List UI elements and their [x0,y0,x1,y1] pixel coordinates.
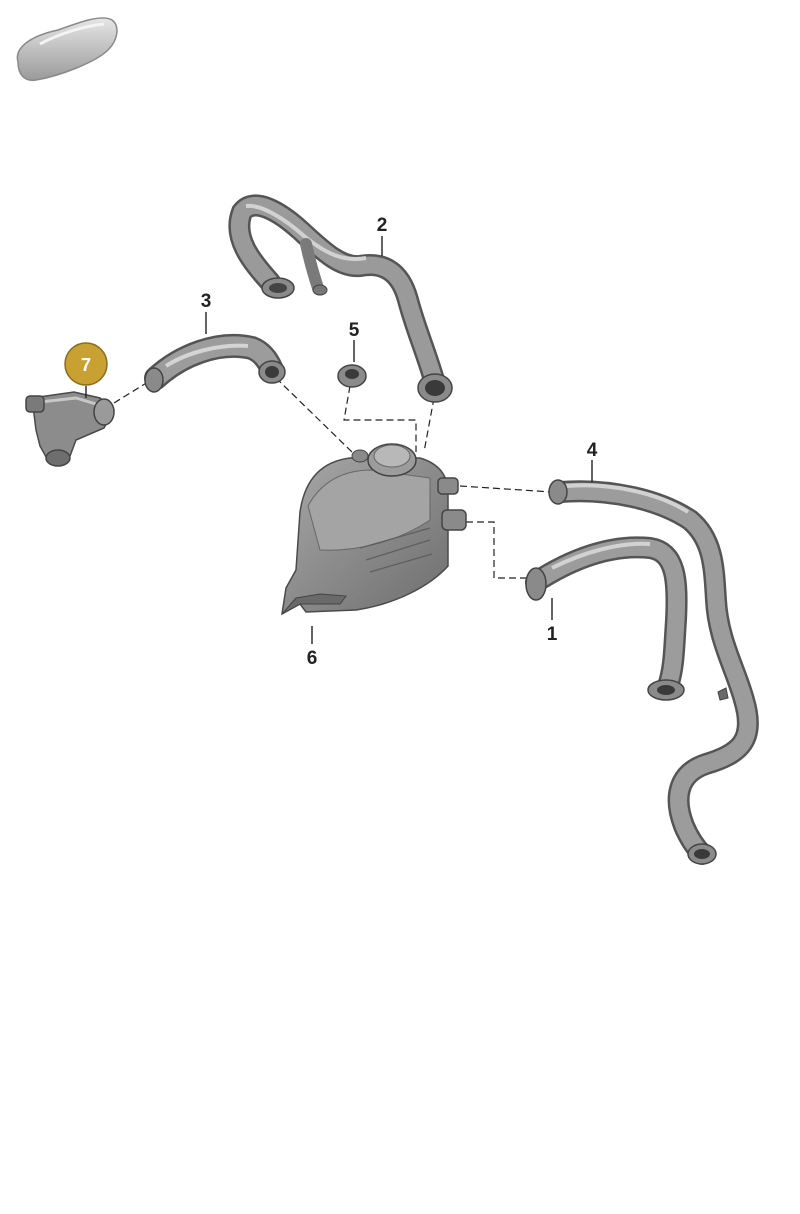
connection-lines [113,377,553,579]
svg-text:3: 3 [201,291,212,312]
svg-text:5: 5 [349,320,360,341]
part-1-coolant-hose-lower[interactable] [525,536,688,701]
callout-1[interactable]: 1 [547,624,558,645]
svg-text:4: 4 [587,440,598,461]
callout-leaders [85,236,593,644]
leader-hose-2-to-tank [423,397,435,453]
callout-6[interactable]: 6 [307,648,318,669]
svg-text:6: 6 [307,648,318,669]
callout-5[interactable]: 5 [349,320,360,341]
leader-5-to-tank [343,385,417,452]
part-5-fitting[interactable] [337,364,367,388]
callout-7-badge [64,342,108,386]
svg-text:7: 7 [81,355,91,375]
part-3-coolant-hose-short[interactable] [144,333,286,393]
svg-text:2: 2 [377,215,388,236]
callout-3[interactable]: 3 [201,291,212,312]
leader-tank-to-hose-1 [466,521,528,579]
part-7-coolant-connector[interactable] [25,391,115,467]
leader-tank-to-hose-4 [459,485,553,493]
part-4-coolant-hose-long[interactable] [548,479,759,865]
leader-7-to-hose-3 [113,381,149,404]
part-2-coolant-hose-upper[interactable] [228,194,453,403]
car-silhouette-icon[interactable] [16,17,118,82]
leader-hose-3-to-tank [275,377,353,453]
callout-4[interactable]: 4 [587,440,598,461]
svg-text:1: 1 [547,624,558,645]
callout-2[interactable]: 2 [377,215,388,236]
callout-7-highlighted[interactable]: 7 [64,342,108,386]
part-6-expansion-tank[interactable] [281,443,467,616]
